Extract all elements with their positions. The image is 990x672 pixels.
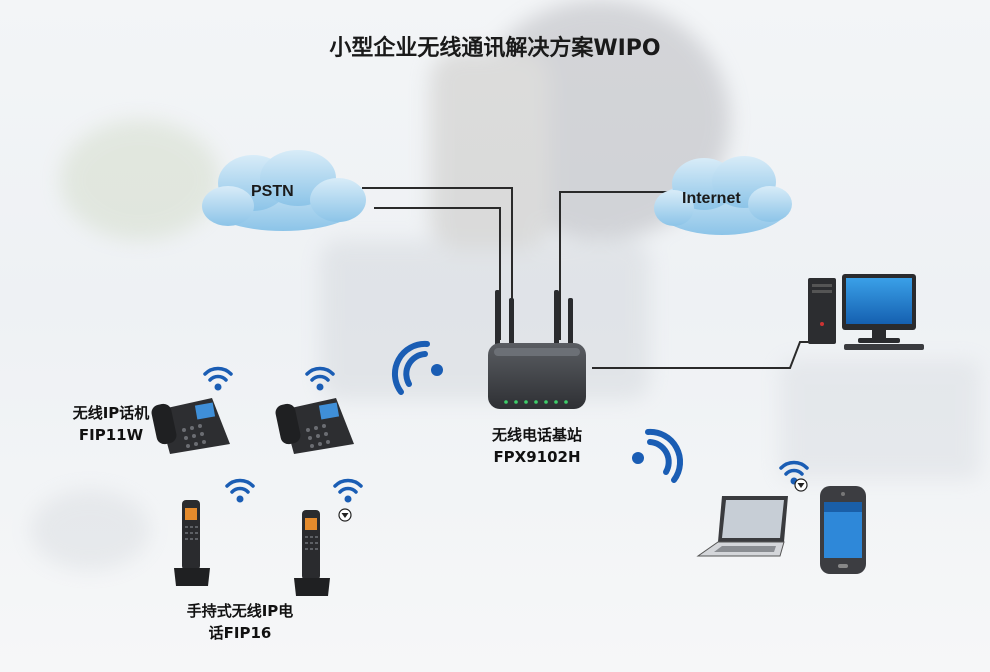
ip-phone-label: 无线IP话机 FIP11W <box>56 402 166 446</box>
base-station-label: 无线电话基站 FPX9102H <box>462 424 612 468</box>
signal-marker-icon <box>794 478 808 492</box>
ip-desk-phone-icon <box>276 390 358 456</box>
ip-phone-name: 无线IP话机 <box>56 402 166 424</box>
base-station-name: 无线电话基站 <box>462 424 612 446</box>
wifi-small-icon <box>331 474 365 504</box>
base-station-model: FPX9102H <box>462 446 612 468</box>
smartphone-icon <box>818 484 868 576</box>
handset-name-line1: 手持式无线IP电 <box>160 600 320 622</box>
wifi-small-icon <box>223 474 257 504</box>
handset-label: 手持式无线IP电 话FIP16 <box>160 600 320 644</box>
wifi-small-icon <box>201 362 235 392</box>
internet-label: Internet <box>682 190 741 208</box>
laptop-icon <box>696 494 796 564</box>
wifi-signal-icon <box>620 428 680 488</box>
signal-marker-icon <box>338 508 352 522</box>
ip-phone-model: FIP11W <box>56 424 166 446</box>
wifi-signal-icon <box>395 340 455 400</box>
cordless-handset-icon <box>172 498 212 588</box>
cordless-handset-icon <box>292 508 332 598</box>
wifi-small-icon <box>303 362 337 392</box>
desktop-computer-icon <box>806 272 926 352</box>
pstn-label: PSTN <box>251 183 294 201</box>
router-icon <box>482 288 592 418</box>
handset-name-line2: 话FIP16 <box>160 622 320 644</box>
